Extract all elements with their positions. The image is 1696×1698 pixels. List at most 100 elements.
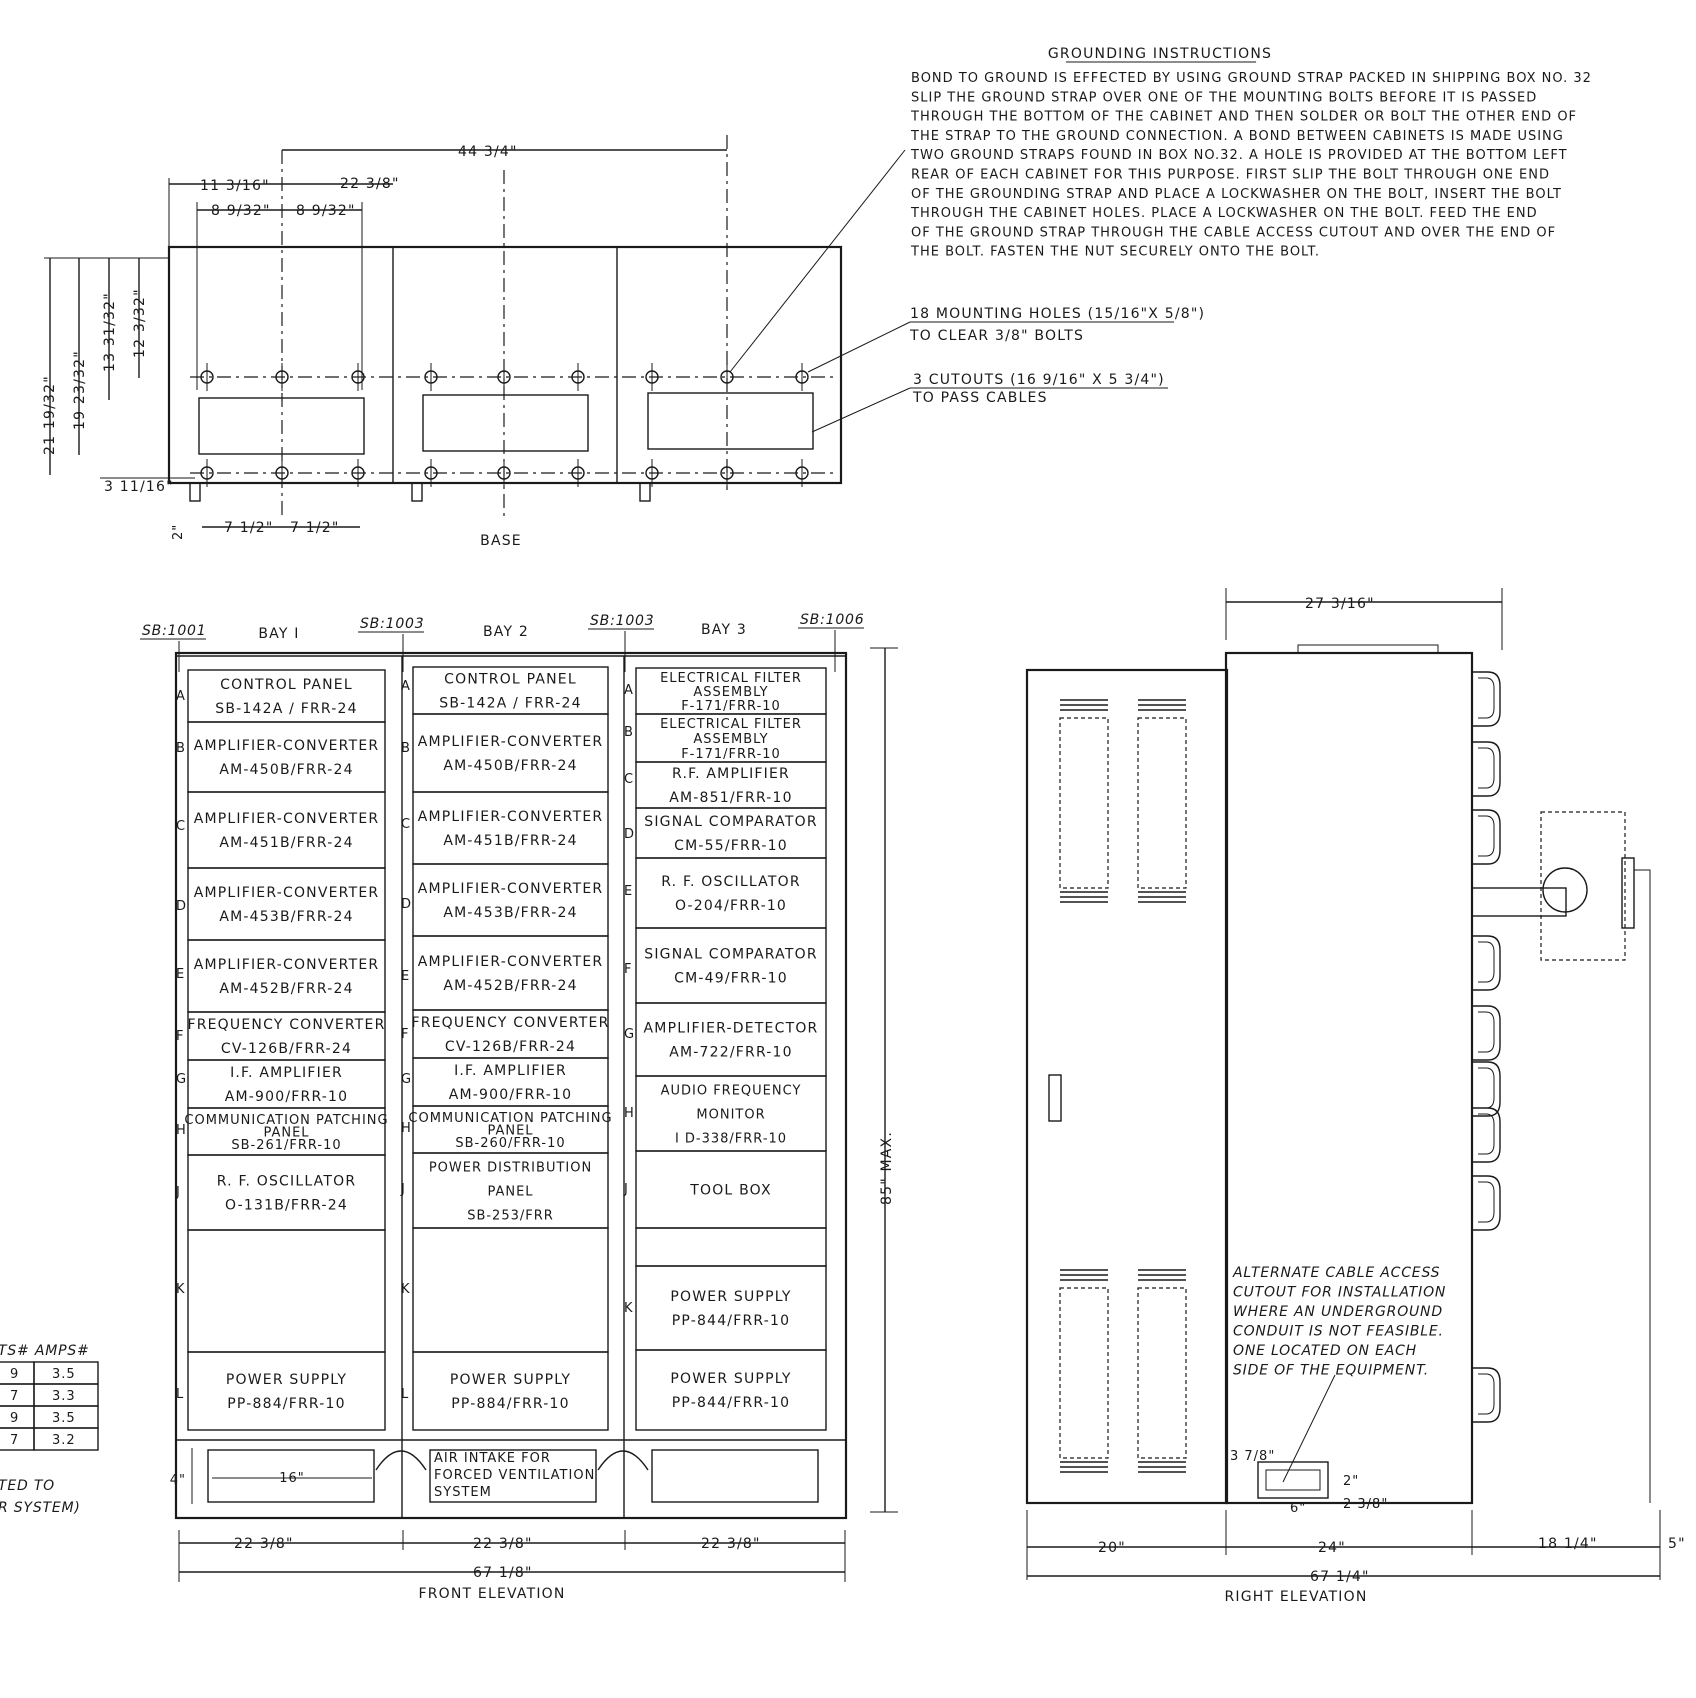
unit-label: R. F. OSCILLATOR — [217, 1174, 357, 1190]
cable-cutout — [647, 392, 814, 450]
mounting-holes — [200, 363, 809, 487]
cable-cutout — [422, 394, 589, 452]
mounting-holes-label: 18 MOUNTING HOLES (15/16"X 5/8") — [910, 306, 1205, 322]
body-depth-dim: 24" — [1318, 1540, 1346, 1556]
rack-position-letter: C — [176, 819, 186, 834]
air-intake-label: AIR INTAKE FOR — [434, 1451, 551, 1466]
bay-width-2: 22 3/8" — [473, 1536, 533, 1552]
rack-position-letter: K — [401, 1282, 411, 1297]
dim-h3: 13 31/32" — [102, 292, 118, 372]
unit-label: PP-884/FRR-10 — [227, 1396, 345, 1412]
right-total-dim: 67 1/4" — [1310, 1569, 1370, 1585]
side-connectors — [1472, 671, 1501, 1423]
unit-label: PP-844/FRR-10 — [672, 1313, 790, 1329]
base-plan: 44 3/4" 11 3/16" 22 3/8" 8 9/32" 8 9/32"… — [42, 135, 1205, 549]
amps-cell: 7 — [10, 1433, 19, 1448]
rack-position-letter: D — [401, 897, 412, 912]
rack-position-letter: E — [401, 969, 410, 984]
dim-h2: 19 23/32" — [72, 350, 88, 430]
unit-label: ASSEMBLY — [693, 685, 768, 700]
vent-slot — [1059, 1287, 1109, 1459]
grounding-line: OF THE GROUND STRAP THROUGH THE CABLE AC… — [911, 225, 1556, 240]
unit-label: AM-450B/FRR-24 — [443, 758, 577, 774]
equipment-unit — [412, 791, 609, 865]
unit-label: AUDIO FREQUENCY — [661, 1084, 802, 1099]
door-depth-dim: 20" — [1098, 1540, 1126, 1556]
unit-label: F-171/FRR-10 — [681, 699, 781, 714]
unit-label: PANEL — [263, 1126, 309, 1141]
equipment-unit — [635, 1227, 827, 1267]
side-connector — [1472, 1061, 1501, 1117]
amps-note-2: R SYSTEM) — [0, 1500, 81, 1516]
unit-label: AM-900/FRR-10 — [449, 1087, 573, 1103]
grounding-line: REAR OF EACH CABINET FOR THIS PURPOSE. F… — [911, 168, 1550, 183]
extension-dim: 18 1/4" — [1538, 1536, 1598, 1552]
equipment-unit — [635, 927, 827, 1004]
base-outline — [167, 245, 843, 485]
unit-label: AM-451B/FRR-24 — [219, 835, 353, 851]
unit-label: COMMUNICATION PATCHING — [408, 1111, 612, 1126]
cutout-bottom-dim: 2 3/8" — [1343, 1497, 1388, 1512]
unit-label: AM-453B/FRR-24 — [219, 909, 353, 925]
side-connector — [1472, 935, 1501, 991]
bay-bay3: ELECTRICAL FILTERASSEMBLYF-171/FRR-10ELE… — [623, 667, 827, 1431]
air-intake-box — [429, 1449, 597, 1503]
rack-position-letter: J — [400, 1182, 406, 1197]
unit-label: AMPLIFIER-CONVERTER — [194, 957, 380, 973]
rack-position-letter: L — [401, 1387, 409, 1402]
unit-label: CM-55/FRR-10 — [674, 838, 788, 854]
grounding-line: BOND TO GROUND IS EFFECTED BY USING GROU… — [911, 71, 1592, 86]
equipment-unit — [187, 1351, 386, 1431]
grounding-line: SLIP THE GROUND STRAP OVER ONE OF THE MO… — [911, 90, 1537, 105]
unit-label: SB-260/FRR-10 — [455, 1136, 565, 1151]
unit-label: SIGNAL COMPARATOR — [644, 814, 818, 830]
unit-label: AMPLIFIER-CONVERTER — [418, 881, 604, 897]
unit-label: AMPLIFIER-CONVERTER — [194, 811, 380, 827]
side-connector — [1472, 671, 1501, 727]
door-handle — [1048, 1074, 1062, 1122]
unit-label: POWER SUPPLY — [670, 1289, 791, 1305]
air-grille — [651, 1449, 819, 1503]
unit-label: MONITOR — [696, 1108, 765, 1123]
equipment-unit — [635, 857, 827, 929]
grounding-title: GROUNDING INSTRUCTIONS — [1048, 46, 1272, 62]
unit-label: AM-451B/FRR-24 — [443, 833, 577, 849]
unit-label: PANEL — [487, 1124, 533, 1139]
dim-half-b: 8 9/32" — [296, 203, 356, 219]
amps-cell: 9 — [10, 1411, 19, 1426]
vent-slot — [1137, 1287, 1187, 1459]
rack-position-letter: B — [624, 725, 634, 740]
cutout-width-dim: 6" — [1290, 1501, 1306, 1516]
alternate-cutout-note-line: ALTERNATE CABLE ACCESS — [1232, 1265, 1440, 1281]
rack-position-letter: G — [401, 1072, 412, 1087]
dim-foot: 3 11/16" — [104, 479, 174, 495]
amps-cell: 7 — [10, 1389, 19, 1404]
amps-cell: 3.5 — [52, 1367, 76, 1382]
unit-label: SB-253/FRR — [467, 1209, 554, 1224]
dim-half-a: 8 9/32" — [211, 203, 271, 219]
rack-position-letter: C — [401, 817, 411, 832]
unit-label: POWER DISTRIBUTION — [429, 1161, 592, 1176]
grounding-text-lines: BOND TO GROUND IS EFFECTED BY USING GROU… — [910, 71, 1592, 260]
unit-label: PANEL — [487, 1185, 533, 1200]
grounding-line: THROUGH THE BOTTOM OF THE CABINET AND TH… — [910, 110, 1577, 125]
unit-label: ASSEMBLY — [693, 732, 768, 747]
rack-position-letter: B — [176, 741, 186, 756]
side-connector — [1472, 1175, 1501, 1231]
grounding-line: THE BOLT. FASTEN THE NUT SECURELY ONTO T… — [910, 245, 1320, 260]
air-grille — [207, 1449, 375, 1503]
rack-position-letter: H — [401, 1121, 412, 1136]
cutouts-label: 3 CUTOUTS (16 9/16" X 5 3/4") — [913, 372, 1165, 388]
unit-label: AM-900/FRR-10 — [225, 1089, 349, 1105]
unit-label: CONTROL PANEL — [444, 672, 577, 688]
equipment-unit — [635, 1265, 827, 1351]
unit-label: AMPLIFIER-DETECTOR — [644, 1021, 819, 1037]
grounding-line: THROUGH THE CABINET HOLES. PLACE A LOCKW… — [910, 206, 1538, 221]
rack-position-letter: H — [624, 1106, 635, 1121]
equipment-unit — [187, 867, 386, 941]
